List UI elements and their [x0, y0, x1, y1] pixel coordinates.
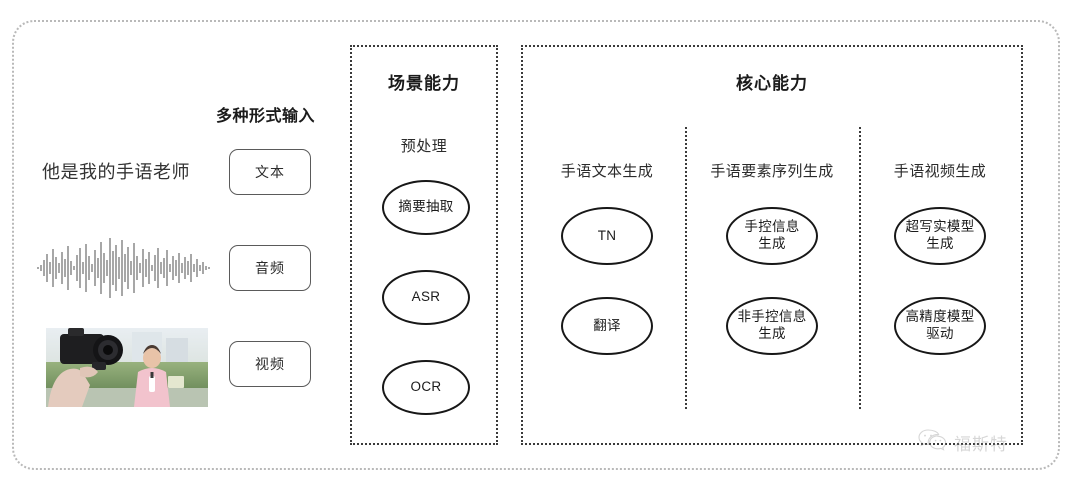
core-node-highprecision-model-driving[interactable]: 高精度模型 驱动 — [894, 297, 986, 355]
outer-frame — [12, 20, 1060, 470]
core-panel-title: 核心能力 — [736, 74, 808, 93]
scene-panel-title: 场景能力 — [388, 74, 460, 93]
core-node-hyperreal-line1: 超写实模型 — [905, 219, 975, 235]
input-chip-audio[interactable]: 音频 — [229, 245, 311, 291]
core-column-sign-element-sequence-generation: 手语要素序列生成 手控信息 生成 非手控信息 生成 — [685, 47, 859, 443]
core-node-nonmanual-info-generation[interactable]: 非手控信息 生成 — [726, 297, 818, 355]
core-node-highprec-line2: 驱动 — [926, 326, 954, 341]
core-column-sign-video-generation: 手语视频生成 超写实模型 生成 高精度模型 驱动 — [859, 47, 1021, 443]
core-node-nonmanual-line2: 生成 — [758, 326, 786, 341]
core-column-divider-2 — [859, 127, 861, 409]
core-node-tn-line1: TN — [597, 227, 617, 243]
core-node-translation-line1: 翻译 — [593, 317, 621, 333]
core-column-sign-text-generation: 手语文本生成 TN 翻译 — [529, 47, 685, 443]
core-capability-panel: 核心能力 手语文本生成 TN 翻译 手语要素序列生成 手控信息 生成 — [521, 45, 1023, 445]
video-thumbnail-icon — [46, 328, 208, 407]
scene-node-ocr[interactable]: OCR — [382, 360, 470, 415]
scene-node-asr[interactable]: ASR — [382, 270, 470, 325]
text-sample-label: 他是我的手语老师 — [42, 162, 190, 182]
core-column-divider-1 — [685, 127, 687, 409]
scene-subsection-label: 预处理 — [400, 138, 448, 155]
input-section-heading: 多种形式输入 — [216, 108, 316, 125]
audio-waveform-icon — [36, 236, 214, 300]
scene-capability-panel: 场景能力 预处理 摘要抽取 ASR OCR — [350, 45, 498, 445]
core-node-highprec-line1: 高精度模型 — [905, 309, 975, 325]
core-column-0-label: 手语文本生成 — [560, 163, 654, 180]
scene-node-summary[interactable]: 摘要抽取 — [382, 180, 470, 235]
core-node-translation[interactable]: 翻译 — [561, 297, 653, 355]
core-node-manual-info-generation[interactable]: 手控信息 生成 — [726, 207, 818, 265]
core-node-hyperrealistic-model-generation[interactable]: 超写实模型 生成 — [894, 207, 986, 265]
input-chip-text[interactable]: 文本 — [229, 149, 311, 195]
core-node-nonmanual-line1: 非手控信息 — [737, 309, 807, 325]
core-node-manual-line1: 手控信息 — [744, 219, 800, 235]
core-node-manual-line2: 生成 — [758, 236, 786, 251]
core-column-2-label: 手语视频生成 — [893, 163, 987, 180]
core-node-tn[interactable]: TN — [561, 207, 653, 265]
input-chip-video[interactable]: 视频 — [229, 341, 311, 387]
core-column-1-label: 手语要素序列生成 — [710, 163, 834, 180]
core-node-hyperreal-line2: 生成 — [926, 236, 954, 251]
